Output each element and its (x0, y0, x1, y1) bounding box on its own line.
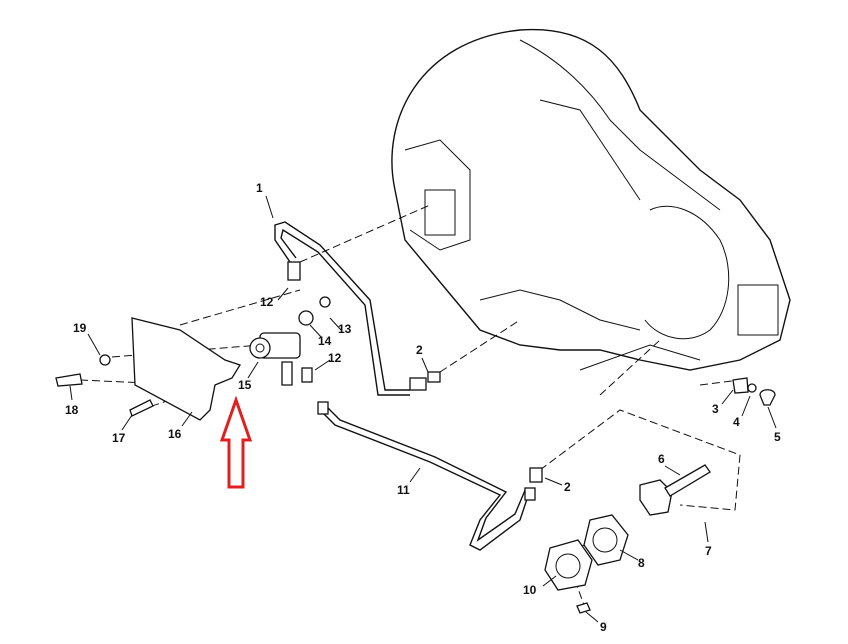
callout-7: 7 (705, 544, 712, 558)
callout-9: 9 (600, 620, 607, 634)
callout-3: 3 (712, 402, 719, 416)
callout-8: 8 (638, 556, 645, 570)
callout-12b: 12 (328, 351, 342, 365)
callout-11: 11 (397, 483, 410, 497)
lower-parts (544, 464, 711, 614)
callout-2b: 2 (564, 480, 571, 494)
valve-15 (249, 332, 301, 386)
transmission-housing (391, 28, 791, 371)
highlight-arrow (219, 395, 253, 489)
callout-2: 2 (416, 343, 423, 357)
tube-1 (274, 221, 410, 396)
bracket-16 (131, 317, 241, 421)
callout-16: 16 (168, 427, 182, 441)
callout-17: 17 (112, 431, 126, 445)
callout-1: 1 (256, 181, 263, 195)
callout-labels: 1 12 13 14 12 2 19 18 17 16 15 11 2 6 7 … (65, 181, 781, 634)
callout-4: 4 (733, 415, 740, 429)
callout-leaders (69, 195, 777, 623)
fittings (55, 261, 776, 501)
callout-5: 5 (774, 430, 781, 444)
callout-14: 14 (318, 334, 332, 348)
callout-19: 19 (73, 321, 87, 335)
callout-12: 12 (260, 295, 274, 309)
callout-10: 10 (523, 583, 537, 597)
callout-18: 18 (65, 403, 79, 417)
tube-11 (319, 404, 531, 551)
callout-6: 6 (658, 452, 665, 466)
callout-13: 13 (338, 322, 352, 336)
callout-15: 15 (238, 378, 252, 392)
